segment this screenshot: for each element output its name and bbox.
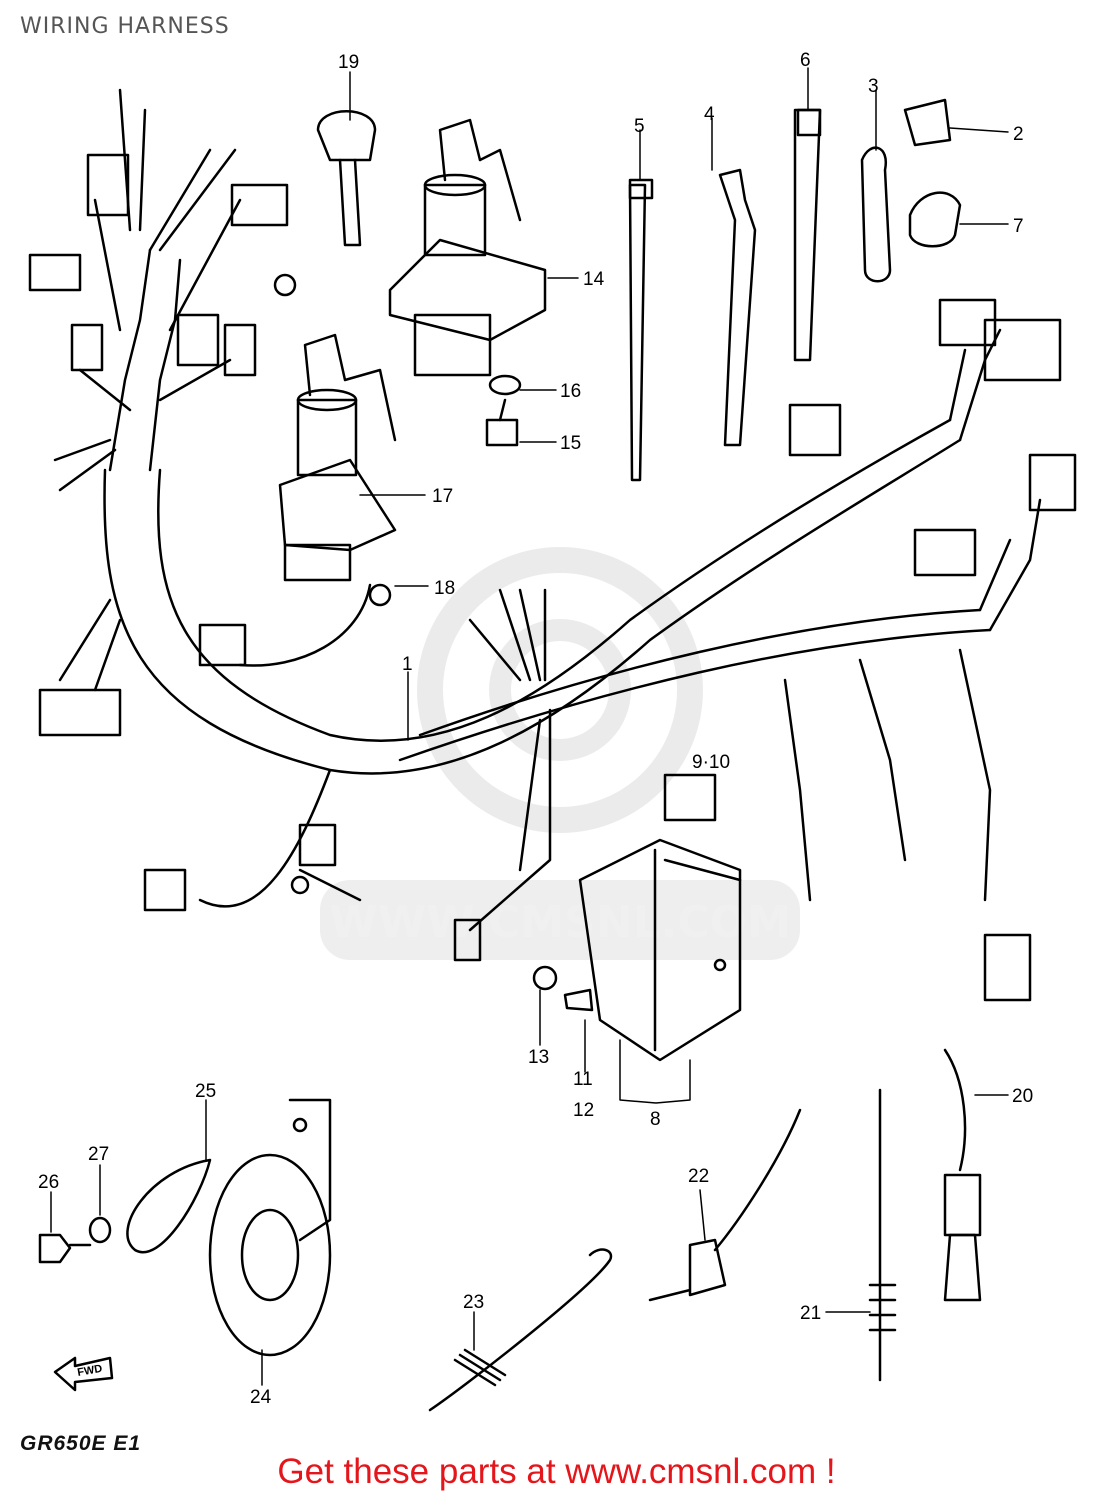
relay-unit-8	[532, 773, 742, 1062]
callout-21: 21	[800, 1303, 821, 1324]
watermark-text: WWW.CMSNL.COM	[329, 897, 791, 948]
callout-24: 24	[250, 1387, 272, 1408]
ignition-switch-17	[238, 333, 397, 667]
page-title: WIRING HARNESS	[20, 14, 230, 39]
callout-26: 26	[38, 1172, 59, 1193]
callout-19: 19	[338, 52, 359, 73]
callout-8: 8	[650, 1109, 661, 1130]
callout-18: 18	[434, 578, 455, 599]
callout-7: 7	[1013, 216, 1024, 237]
callout-1: 1	[402, 654, 413, 675]
callout-12: 12	[573, 1100, 594, 1121]
harness-connectors	[28, 153, 1077, 1002]
callout-3: 3	[868, 76, 879, 97]
callout-6: 6	[800, 50, 811, 71]
bolt-15-16	[485, 374, 522, 447]
callout-22: 22	[688, 1166, 709, 1187]
callout-15: 15	[560, 433, 581, 454]
ignition-switch-14	[388, 118, 547, 377]
callout-labels: 1 2 3 4 5 6 7 8 9·10 11 12 13 14 15 16 1…	[38, 50, 1033, 1408]
callout-20: 20	[1012, 1086, 1033, 1107]
callout-27: 27	[88, 1144, 109, 1165]
callout-17: 17	[432, 486, 453, 507]
horn-24	[38, 1098, 332, 1357]
promo-link[interactable]: Get these parts at www.cmsnl.com !	[277, 1452, 836, 1491]
callout-23: 23	[463, 1292, 484, 1313]
model-code: GR650E E1	[20, 1432, 142, 1455]
watermark-logo: WWW.CMSNL.COM	[320, 547, 800, 960]
main-harness	[53, 88, 1042, 932]
fwd-label: FWD	[76, 1363, 103, 1379]
callout-13: 13	[528, 1047, 549, 1068]
leader-lines	[50, 67, 1009, 1386]
callout-11: 11	[573, 1069, 593, 1090]
callout-9-10: 9·10	[692, 752, 730, 773]
forward-arrow-icon	[53, 1356, 114, 1392]
cable-ties	[628, 98, 962, 482]
callout-5: 5	[634, 116, 645, 137]
callout-16: 16	[560, 381, 581, 402]
callout-14: 14	[583, 269, 605, 290]
callout-2: 2	[1013, 124, 1024, 145]
stop-switches	[428, 1048, 982, 1412]
callout-4: 4	[704, 104, 715, 125]
key-19	[316, 110, 377, 247]
callout-25: 25	[195, 1081, 216, 1102]
